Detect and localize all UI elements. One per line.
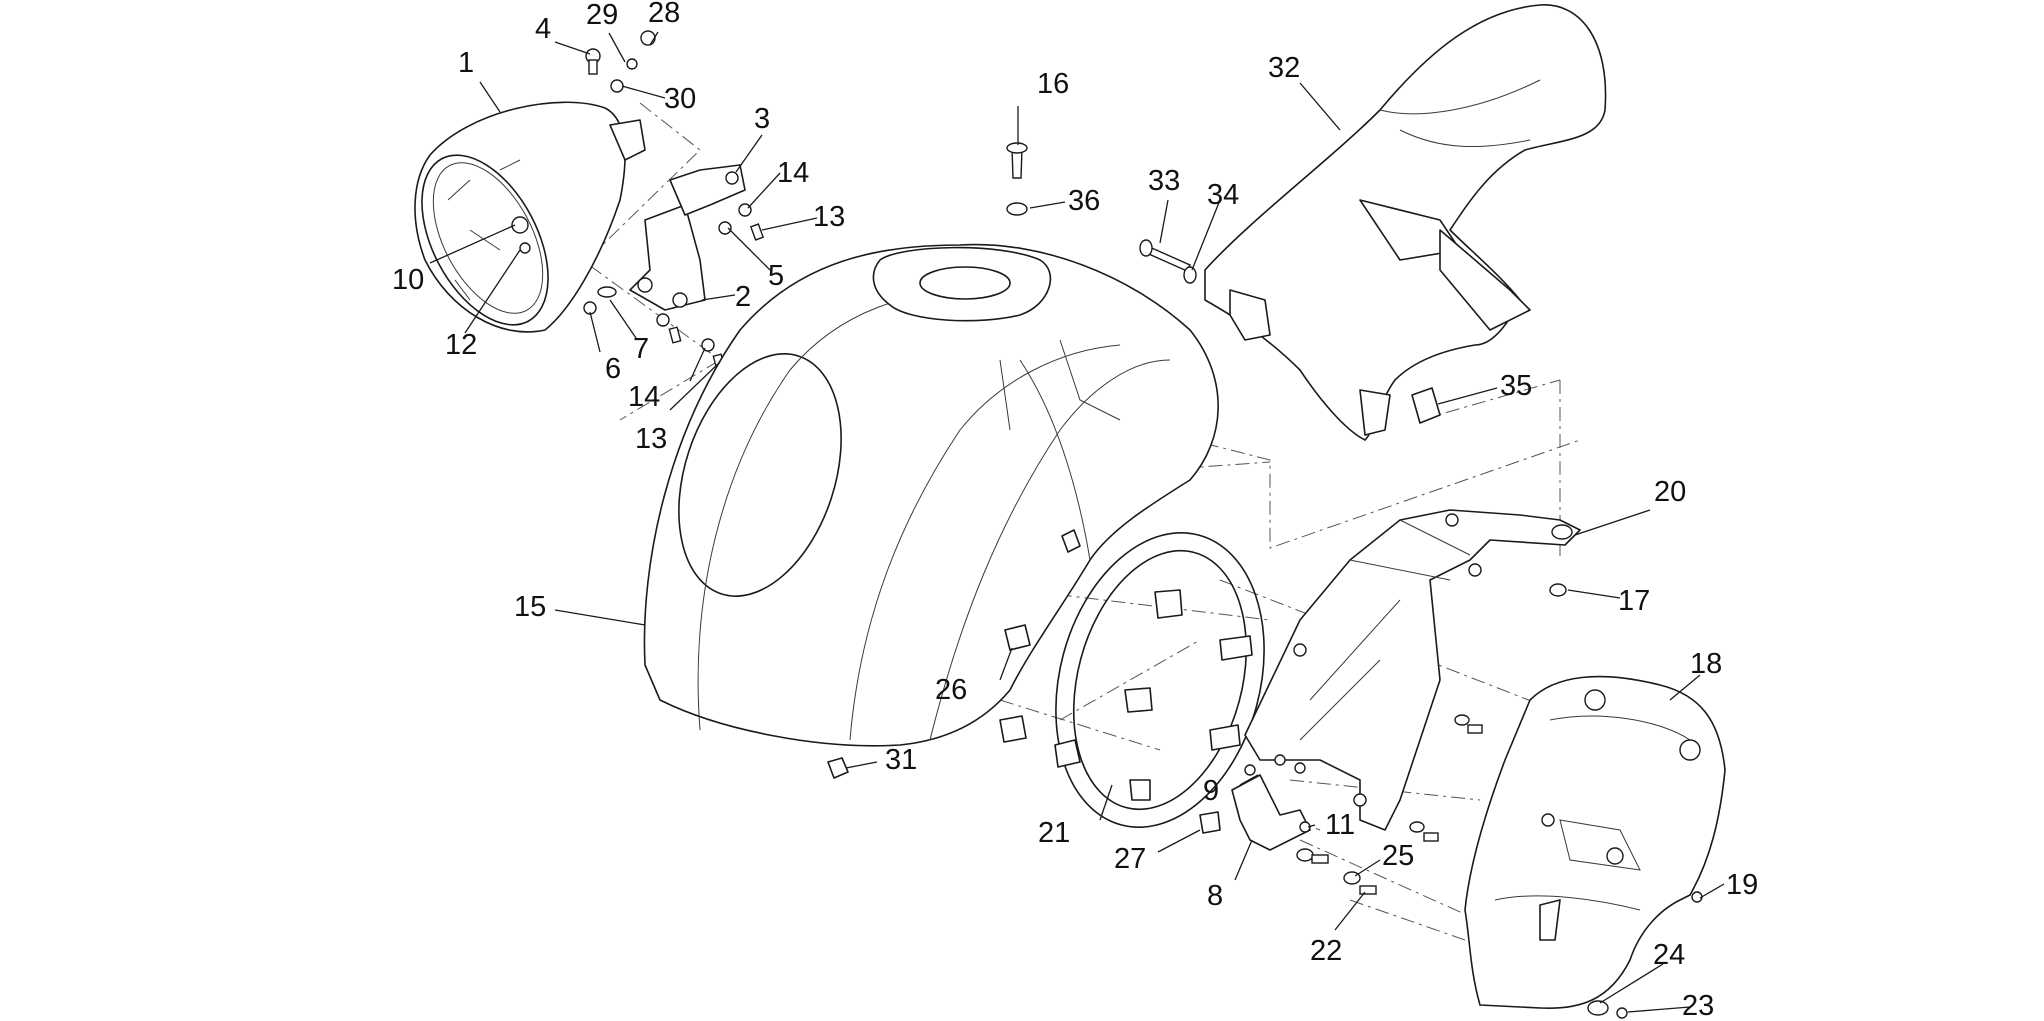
callout-19: 19: [1726, 869, 1758, 901]
callout-24: 24: [1653, 939, 1685, 971]
callout-20: 20: [1654, 476, 1686, 508]
callout-4: 4: [535, 13, 551, 45]
mounting-bracket-3: [669, 164, 746, 216]
callout-14b: 14: [628, 381, 660, 413]
callout-12: 12: [445, 329, 477, 361]
lower-bracket-hardware: [1231, 714, 1483, 895]
callout-32: 32: [1268, 52, 1300, 84]
callout-35: 35: [1500, 370, 1532, 402]
mounting-bracket-2: [629, 204, 706, 311]
callout-33: 33: [1148, 165, 1180, 197]
callout-25: 25: [1382, 840, 1414, 872]
callout-9: 9: [1203, 775, 1219, 807]
callout-10: 10: [392, 264, 424, 296]
callout-27: 27: [1114, 843, 1146, 875]
callout-13b: 13: [635, 423, 667, 455]
callout-36: 36: [1068, 185, 1100, 217]
callout-3: 3: [754, 103, 770, 135]
callout-31: 31: [885, 744, 917, 776]
callout-22: 22: [1310, 935, 1342, 967]
callout-7: 7: [633, 333, 649, 365]
callout-28: 28: [648, 0, 680, 29]
front-cowl-body: [643, 243, 1219, 747]
callout-15: 15: [514, 591, 546, 623]
callout-29: 29: [586, 0, 618, 31]
callout-18: 18: [1690, 648, 1722, 680]
callout-labels: 1 4 29 28 30 3 14 13 5 2 10 12 6 7 14 13…: [392, 0, 1758, 1021]
callout-34: 34: [1207, 179, 1239, 211]
callout-16: 16: [1037, 68, 1069, 100]
callout-8: 8: [1207, 880, 1223, 912]
lamp-ring: [1055, 532, 1265, 828]
callout-21: 21: [1038, 817, 1070, 849]
callout-5: 5: [768, 260, 784, 292]
leader-lines: [429, 31, 1725, 1013]
callout-14a: 14: [777, 157, 809, 189]
lamp-support-frame: [1244, 509, 1581, 831]
callout-13a: 13: [813, 201, 845, 233]
callout-11: 11: [1325, 809, 1355, 841]
lower-cover: [1464, 675, 1726, 1019]
screw-16-washer-36: [1006, 142, 1028, 216]
clips: [827, 624, 1221, 834]
callout-6: 6: [605, 353, 621, 385]
callout-2: 2: [735, 281, 751, 313]
callout-1: 1: [458, 47, 474, 79]
callout-23: 23: [1682, 990, 1714, 1021]
headlight-shell: [414, 101, 646, 333]
callout-17: 17: [1618, 585, 1650, 617]
callout-26: 26: [935, 674, 967, 706]
rear-mudguard: [1204, 4, 1607, 441]
callout-30: 30: [664, 83, 696, 115]
mudguard-hardware: [1139, 239, 1441, 424]
